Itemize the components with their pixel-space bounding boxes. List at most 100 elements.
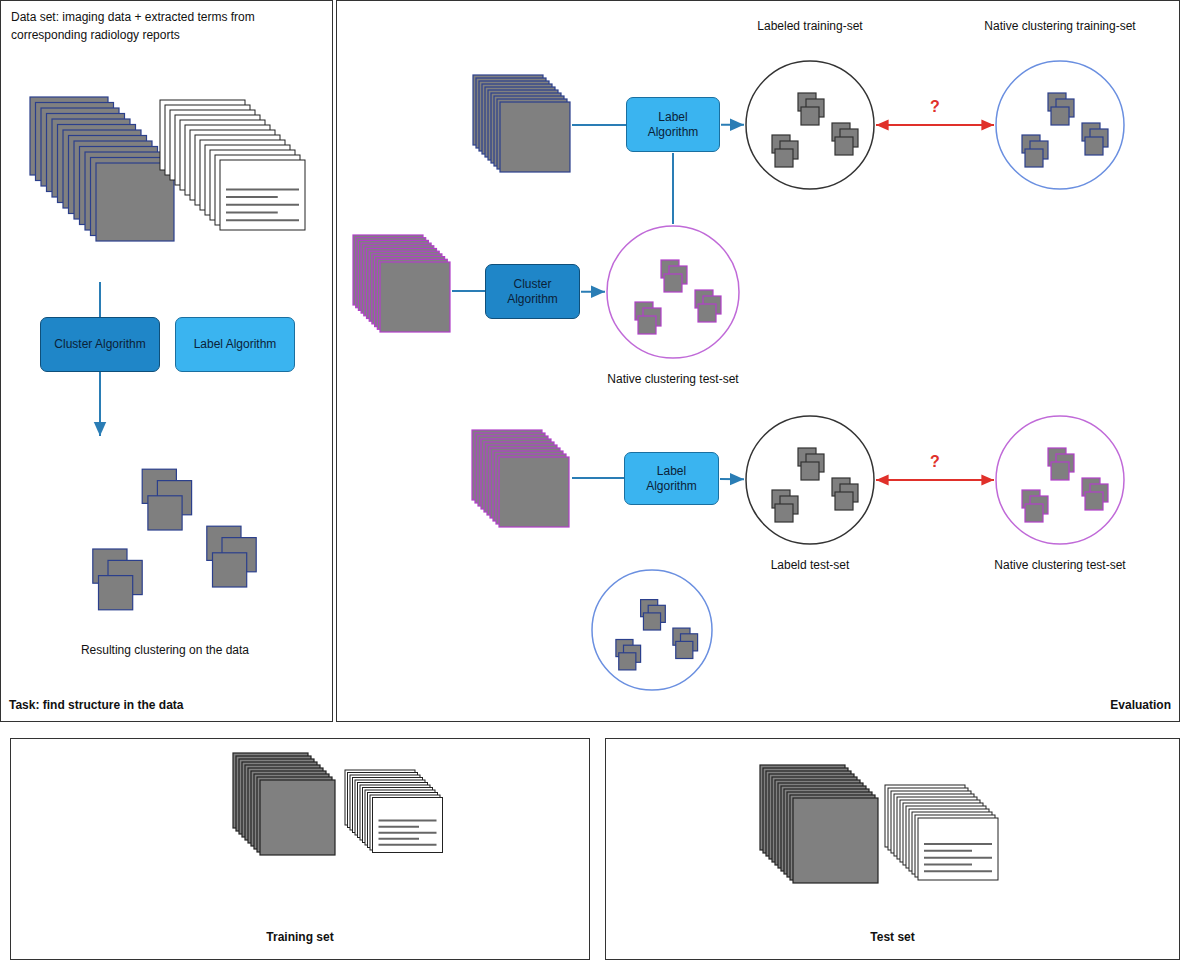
report-stack (160, 100, 305, 230)
text-slot: Native clustering training-set (925, 16, 1180, 34)
cluster-item (698, 304, 716, 322)
text-line (379, 820, 437, 822)
text-slot: Resulting clustering on the data (40, 640, 290, 658)
report-page (220, 160, 305, 230)
text-line (226, 188, 299, 190)
report-stack (885, 785, 998, 880)
label-algorithm-box: Label Algorithm (624, 452, 719, 505)
text-slot: Data set: imaging data + extracted terms… (11, 7, 311, 43)
cluster-pile (93, 469, 256, 610)
text-slot: Labeld test-set (675, 555, 945, 573)
set-circle (996, 416, 1124, 544)
label-algorithm-box: Label Algorithm (626, 97, 720, 152)
image-stack (233, 753, 335, 855)
cluster-pile (616, 600, 698, 670)
connector (720, 478, 744, 480)
report-page (373, 798, 443, 853)
image-stack (353, 235, 450, 332)
cluster-algorithm-box: Cluster Algorithm (485, 264, 580, 319)
cluster-item (1025, 149, 1043, 167)
text-line (226, 204, 299, 206)
cluster-item (835, 137, 853, 155)
algorithm-label: Label Algorithm (194, 337, 277, 352)
evaluation-panel: Evaluation Label Algorithm Labeled trainin… (336, 0, 1180, 722)
image-slice (260, 780, 335, 855)
model-circle (592, 570, 712, 690)
cluster-pile (1022, 93, 1108, 167)
cluster-item (213, 553, 247, 587)
image-slice (793, 798, 878, 883)
flow-line (572, 124, 626, 126)
text-slot: Native clustering test-set (925, 555, 1180, 573)
text-line (379, 844, 437, 846)
cluster-item (1025, 504, 1043, 522)
cluster-pile (635, 260, 721, 334)
circle-outline (745, 415, 875, 545)
flow-arrow (99, 372, 101, 436)
text-line (924, 870, 992, 872)
cluster-item (619, 653, 636, 670)
set-caption: Labeled training-set (757, 19, 862, 33)
text-line (226, 196, 278, 198)
algorithm-label: Cluster Algorithm (492, 277, 573, 307)
set-circle (607, 226, 739, 358)
text-line (379, 832, 437, 834)
report-page (918, 818, 998, 880)
native-clustering-circle: Native clustering test-set (606, 225, 740, 359)
labeled-set-circle: Labeld test-set (745, 415, 875, 545)
cluster-item (801, 462, 819, 480)
image-stack (473, 75, 570, 172)
set-circle (746, 416, 874, 544)
cluster-algorithm-box: Cluster Algorithm (40, 317, 160, 372)
text-line (924, 864, 972, 866)
panel-caption: Task: find structure in the data (9, 698, 183, 712)
cluster-item (664, 274, 682, 292)
cluster-item (775, 504, 793, 522)
panel-text: Evaluation (1110, 698, 1171, 712)
panel-text: Test set (870, 930, 914, 944)
cluster-item (801, 107, 819, 125)
algorithm-label: Label Algorithm (633, 110, 713, 140)
image-slice (96, 163, 174, 241)
cluster-item (1051, 462, 1069, 480)
cluster-item (148, 496, 182, 530)
text-slot: Evaluation (1110, 695, 1171, 713)
panel-text: Data set: imaging data + extracted terms… (11, 10, 255, 42)
circle-outline (745, 60, 875, 190)
cluster-item (1085, 492, 1103, 510)
text-line (924, 843, 992, 845)
image-stack (472, 430, 569, 527)
image-slice (499, 457, 569, 527)
native-clustering-circle: Native clustering training-set (995, 60, 1125, 190)
text-line (226, 219, 299, 221)
text-slot: Native clustering test-set (536, 369, 810, 387)
cluster-item (1051, 107, 1069, 125)
cluster-item (1085, 137, 1103, 155)
caption-label: Resulting clustering on the data (81, 643, 249, 657)
question-mark: ? (930, 453, 940, 470)
circle-outline (606, 225, 740, 359)
image-slice (500, 102, 570, 172)
set-caption: Labeld test-set (771, 558, 850, 572)
image-stack (30, 97, 174, 241)
cluster-item (643, 613, 660, 630)
algorithm-label: Cluster Algorithm (54, 337, 145, 352)
cluster-item (835, 492, 853, 510)
set-caption: Native clustering test-set (994, 558, 1125, 572)
cluster-pile (772, 448, 858, 522)
set-caption: Native clustering training-set (984, 19, 1135, 33)
cluster-item (99, 576, 133, 610)
connector (876, 479, 994, 481)
cluster-item (775, 149, 793, 167)
connector (581, 291, 605, 293)
circle-outline (995, 415, 1125, 545)
connector (672, 153, 674, 224)
text-line (924, 850, 972, 852)
text-line (379, 838, 420, 840)
cluster-pile (1022, 448, 1108, 522)
text-slot: ? (928, 97, 942, 117)
stacks-and-piles (30, 75, 1108, 883)
